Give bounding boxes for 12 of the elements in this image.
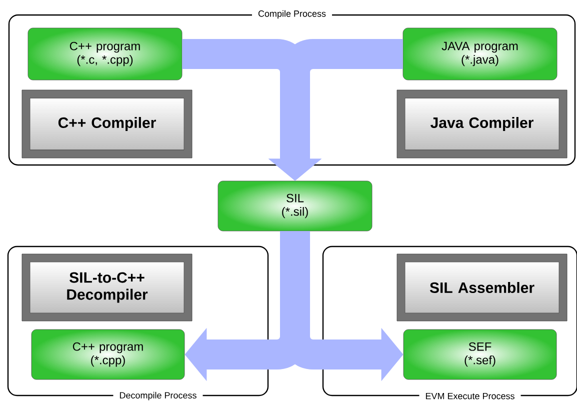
group-title: Decompile Process [113, 390, 203, 402]
group-title: EVM Execute Process [419, 392, 521, 400]
file-box: SIL (*.sil) [218, 180, 372, 232]
group-title: Compile Process [252, 9, 332, 20]
compiler-block: C++ Compiler [22, 90, 192, 158]
file-box: C++ program (*.c, *.cpp) [28, 28, 182, 80]
compiler-block: SIL-to-C++ Decompiler [22, 254, 192, 322]
file-box: C++ program (*.cpp) [31, 329, 185, 380]
compiler-block: SIL Assembler [396, 254, 568, 322]
compiler-block: Java Compiler [396, 90, 568, 158]
file-box: JAVA program (*.java) [402, 28, 558, 80]
file-box: SEF (*.sef) [403, 329, 557, 380]
